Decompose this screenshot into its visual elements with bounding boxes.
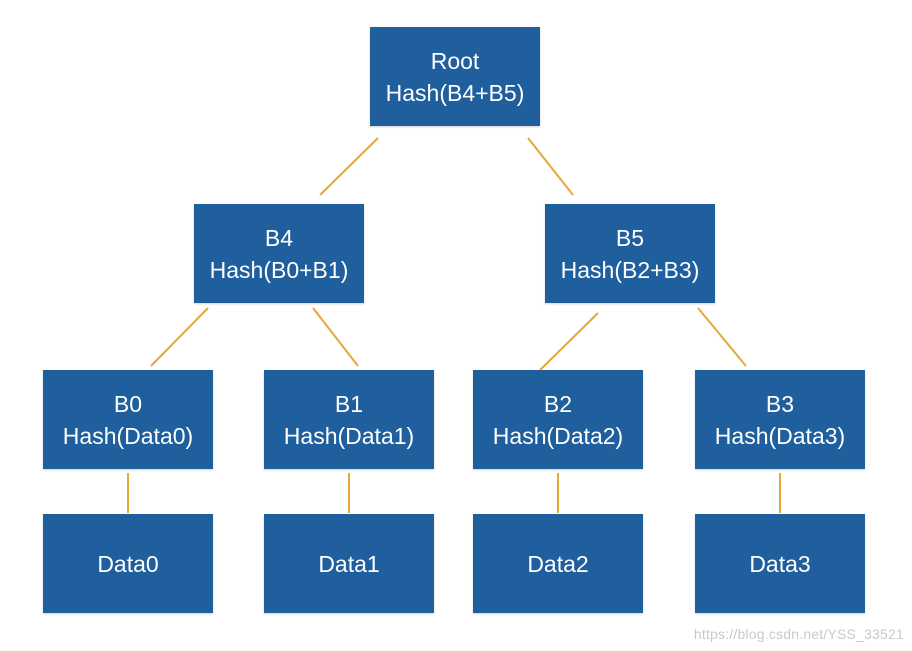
b5-node: B5 Hash(B2+B3) — [545, 204, 715, 303]
b1-name: B1 — [334, 390, 364, 417]
watermark-text: https://blog.csdn.net/YSS_33521 — [693, 626, 904, 642]
edge-root-b5 — [527, 137, 574, 196]
b2-node: B2 Hash(Data2) — [473, 370, 643, 469]
b4-hash: Hash(B0+B1) — [209, 256, 349, 283]
data1-label: Data1 — [318, 550, 380, 577]
data1-node: Data1 — [264, 514, 434, 613]
data3-label: Data3 — [749, 550, 811, 577]
b3-name: B3 — [765, 390, 795, 417]
b2-hash: Hash(Data2) — [492, 422, 624, 449]
b0-node: B0 Hash(Data0) — [43, 370, 213, 469]
b1-hash: Hash(Data1) — [283, 422, 415, 449]
b5-hash: Hash(B2+B3) — [560, 256, 700, 283]
data2-label: Data2 — [527, 550, 589, 577]
b0-name: B0 — [113, 390, 143, 417]
b4-name: B4 — [264, 224, 294, 251]
data0-label: Data0 — [97, 550, 159, 577]
root-hash: Hash(B4+B5) — [385, 79, 525, 106]
b0-hash: Hash(Data0) — [62, 422, 194, 449]
root-node: Root Hash(B4+B5) — [370, 27, 540, 126]
edge-b5-b3 — [697, 307, 747, 367]
root-name: Root — [430, 47, 480, 74]
b5-name: B5 — [615, 224, 645, 251]
b2-name: B2 — [543, 390, 573, 417]
b4-node: B4 Hash(B0+B1) — [194, 204, 364, 303]
data2-node: Data2 — [473, 514, 643, 613]
edge-b4-b0 — [150, 307, 209, 367]
data3-node: Data3 — [695, 514, 865, 613]
data0-node: Data0 — [43, 514, 213, 613]
edge-b4-b1 — [312, 307, 359, 367]
b3-hash: Hash(Data3) — [714, 422, 846, 449]
edge-b5-b2 — [539, 312, 599, 371]
b3-node: B3 Hash(Data3) — [695, 370, 865, 469]
b1-node: B1 Hash(Data1) — [264, 370, 434, 469]
edge-root-b4 — [319, 137, 379, 196]
